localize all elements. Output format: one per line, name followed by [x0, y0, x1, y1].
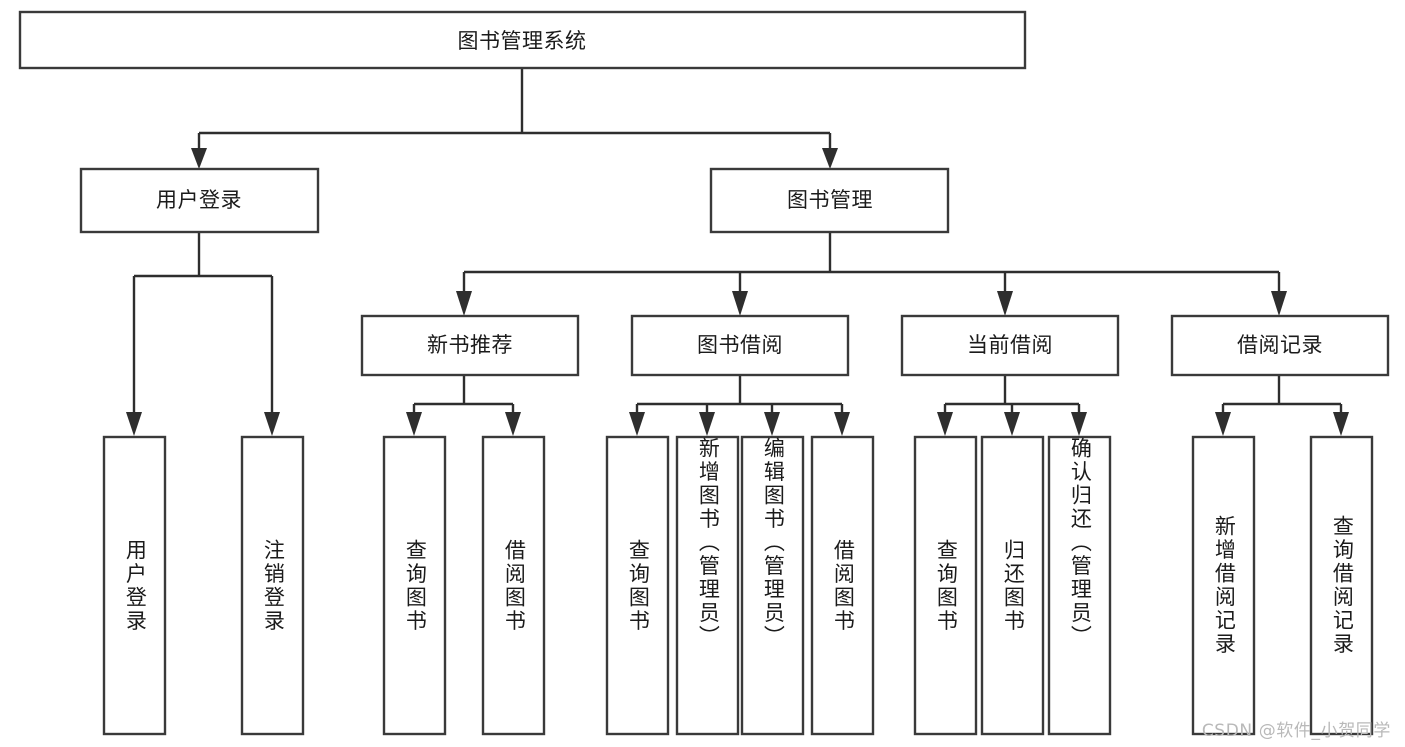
- leaf-box-cb-query-book[interactable]: [913, 435, 978, 736]
- node-root-box[interactable]: [18, 10, 1027, 70]
- node-root[interactable]: 图书管理系统: [18, 10, 1027, 70]
- node-borrow-record-label: 借阅记录: [1237, 333, 1323, 357]
- node-book-manage-box[interactable]: [709, 167, 950, 234]
- leaf-box-nb-query-book[interactable]: [382, 435, 447, 736]
- arrow-head-leaf-logout: [264, 412, 280, 436]
- arrow-head-new-book: [456, 291, 472, 316]
- node-root-label: 图书管理系统: [458, 29, 587, 53]
- arrow-head-bb-leaf-4: [834, 412, 850, 436]
- arrow-head-cb-leaf-2: [1004, 412, 1020, 436]
- node-book-borrow-label: 图书借阅: [697, 333, 783, 357]
- connector-group-borrow-record-to-leaves: [1215, 375, 1349, 436]
- node-book-manage[interactable]: 图书管理: [709, 167, 950, 234]
- node-user-login[interactable]: 用户登录: [79, 167, 320, 234]
- arrow-head-nb-leaf-2: [505, 412, 521, 436]
- leaf-box-user-login[interactable]: [102, 435, 167, 736]
- leaf-group-current-borrow: [913, 435, 1112, 736]
- node-user-login-box[interactable]: [79, 167, 320, 234]
- leaf-group-borrow-record: [1191, 435, 1374, 736]
- arrow-head-bb-leaf-2: [699, 412, 715, 436]
- node-book-borrow-box[interactable]: [630, 314, 850, 377]
- leaf-box-nb-borrow-book[interactable]: [481, 435, 546, 736]
- arrow-head-nb-leaf-1: [406, 412, 422, 436]
- leaf-box-bb-query-book[interactable]: [605, 435, 670, 736]
- leaf-box-cb-confirm-return[interactable]: [1047, 435, 1112, 736]
- leaf-box-logout[interactable]: [240, 435, 305, 736]
- node-new-book-recommend-box[interactable]: [360, 314, 580, 377]
- arrow-head-br-leaf-2: [1333, 412, 1349, 436]
- node-book-manage-label: 图书管理: [787, 188, 873, 212]
- node-current-borrow-box[interactable]: [900, 314, 1120, 377]
- arrow-head-book-borrow: [732, 291, 748, 316]
- leaf-group-book-borrow: [605, 435, 875, 736]
- arrow-head-cb-leaf-3: [1071, 412, 1087, 436]
- arrow-head-user-login: [191, 148, 207, 169]
- node-new-book-recommend[interactable]: 新书推荐: [360, 314, 580, 377]
- leaf-group-new-book-recommend: [382, 435, 546, 736]
- connector-group-current-borrow-to-leaves: [937, 375, 1087, 436]
- leaf-box-br-query-record[interactable]: [1309, 435, 1374, 736]
- arrow-head-borrow-record: [1271, 291, 1287, 316]
- node-current-borrow[interactable]: 当前借阅: [900, 314, 1120, 377]
- leaf-box-bb-borrow-book[interactable]: [810, 435, 875, 736]
- leaf-box-bb-add-book[interactable]: [675, 435, 740, 736]
- arrow-head-leaf-user-login: [126, 412, 142, 436]
- node-user-login-label: 用户登录: [156, 188, 242, 212]
- node-new-book-recommend-label: 新书推荐: [427, 333, 513, 357]
- csdn-watermark: CSDN @软件_小贺同学: [1201, 721, 1391, 741]
- leaf-box-bb-edit-book[interactable]: [740, 435, 805, 736]
- connector-group-book-manage-to-level3: [456, 232, 1287, 316]
- node-borrow-record-box[interactable]: [1170, 314, 1390, 377]
- leaf-box-cb-return-book[interactable]: [980, 435, 1045, 736]
- connector-group-root-to-level2: [191, 68, 838, 169]
- arrow-head-br-leaf-1: [1215, 412, 1231, 436]
- leaf-group-user-login: [102, 435, 305, 736]
- arrow-head-book-manage: [822, 148, 838, 169]
- arrow-head-current-borrow: [997, 291, 1013, 316]
- leaf-box-br-add-record[interactable]: [1191, 435, 1256, 736]
- connector-group-book-borrow-to-leaves: [629, 375, 850, 436]
- node-borrow-record[interactable]: 借阅记录: [1170, 314, 1390, 377]
- node-book-borrow[interactable]: 图书借阅: [630, 314, 850, 377]
- arrow-head-bb-leaf-1: [629, 412, 645, 436]
- node-current-borrow-label: 当前借阅: [967, 333, 1053, 357]
- connector-group-new-book-to-leaves: [406, 375, 521, 436]
- connector-group-user-login-to-leaves: [126, 232, 280, 436]
- arrow-head-bb-leaf-3: [764, 412, 780, 436]
- arrow-head-cb-leaf-1: [937, 412, 953, 436]
